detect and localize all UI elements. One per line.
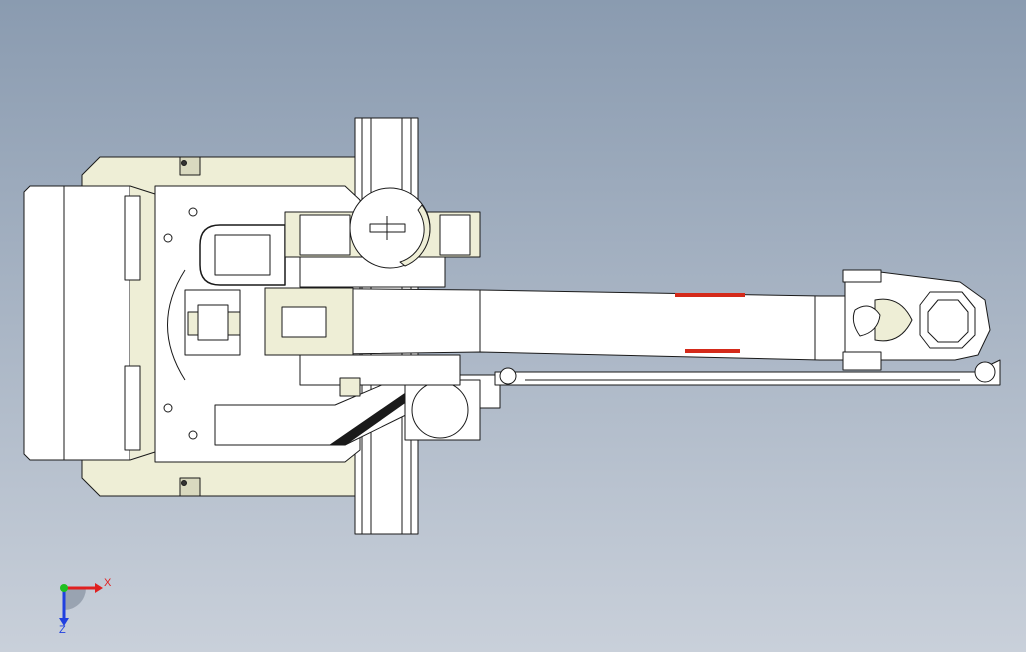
z-axis-label: Z	[59, 624, 66, 636]
robot-arm-model[interactable]	[23, 117, 1001, 535]
main-arm[interactable]	[264, 287, 846, 361]
joint-cap[interactable]	[349, 187, 431, 269]
arm-red-markings	[675, 293, 745, 353]
lower-link[interactable]	[214, 374, 501, 446]
left-joint-block[interactable]	[184, 289, 241, 356]
x-axis-arrowhead-icon	[95, 583, 103, 593]
motor-housing[interactable]	[23, 185, 156, 461]
parallel-link[interactable]	[494, 359, 1001, 386]
orientation-triad: X Z	[59, 577, 112, 636]
wrist-joint[interactable]	[842, 269, 991, 371]
triad-base-icon	[64, 588, 86, 610]
x-axis-label: X	[104, 577, 112, 589]
z-axis-arrowhead-icon	[59, 618, 69, 626]
y-axis-dot-icon	[60, 584, 68, 592]
